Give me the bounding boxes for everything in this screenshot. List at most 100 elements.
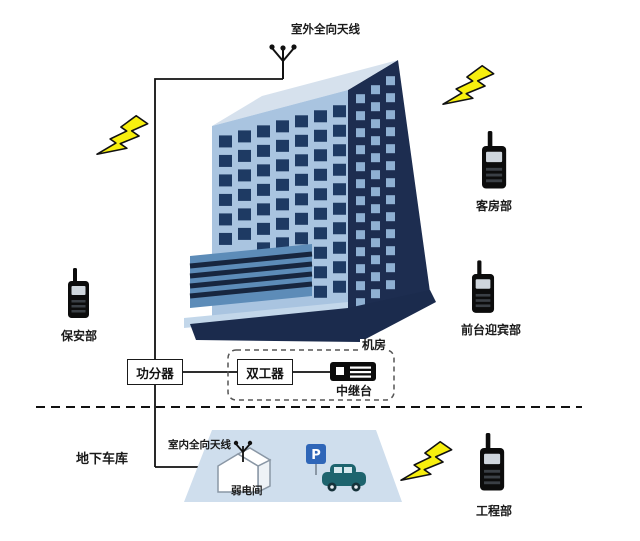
building-window <box>371 289 380 299</box>
building-window <box>238 149 251 162</box>
building-window <box>314 227 327 240</box>
radio-engineering <box>480 433 505 491</box>
building-window <box>371 238 380 248</box>
building-window <box>356 111 365 121</box>
building-window <box>371 136 380 146</box>
building-window <box>371 187 380 197</box>
building-window <box>314 207 327 220</box>
building-window <box>295 154 308 167</box>
building-window <box>386 93 395 103</box>
building-window <box>333 222 346 235</box>
building-window <box>276 198 289 211</box>
building-window <box>386 246 395 256</box>
building <box>184 60 436 342</box>
podium-louver <box>189 281 313 299</box>
building-window <box>333 261 346 274</box>
building-window <box>371 119 380 129</box>
building-window <box>333 144 346 157</box>
machine-room-outline <box>227 349 395 401</box>
building-window <box>386 212 395 222</box>
duplexer-box: 双工器 <box>237 359 293 385</box>
building-window <box>314 266 327 279</box>
front-desk-dept-label: 前台迎宾部 <box>460 323 521 337</box>
lightning-bolt-left <box>96 109 149 169</box>
building-window <box>238 227 251 240</box>
building-window <box>333 183 346 196</box>
weak-room-shed-icon <box>217 447 272 494</box>
podium-louver <box>189 261 313 279</box>
building-window <box>371 102 380 112</box>
parking-sign-letter: P <box>311 448 321 463</box>
building-window <box>295 115 308 128</box>
building-window <box>276 237 289 250</box>
building-window <box>386 76 395 86</box>
building-window <box>276 178 289 191</box>
outdoor-antenna-icon <box>269 44 297 79</box>
building-window <box>238 130 251 143</box>
building-window <box>356 128 365 138</box>
repeater-device-icon <box>330 362 376 381</box>
building-window <box>386 161 395 171</box>
building-window <box>276 159 289 172</box>
building-window <box>314 129 327 142</box>
parking-sign-icon: P <box>306 444 326 475</box>
lightning-bolt-top-right <box>442 59 495 119</box>
indoor-antenna-icon <box>233 440 253 462</box>
building-window <box>276 139 289 152</box>
building-window <box>257 144 270 157</box>
building-window <box>257 203 270 216</box>
building-window <box>257 222 270 235</box>
building-window <box>356 213 365 223</box>
building-window <box>314 168 327 181</box>
building-window <box>314 246 327 259</box>
building-window <box>257 164 270 177</box>
building-window <box>356 179 365 189</box>
building-window <box>386 144 395 154</box>
building-window <box>371 204 380 214</box>
building-window <box>371 221 380 231</box>
building-window <box>238 188 251 201</box>
building-window <box>295 193 308 206</box>
guest-room-dept-label: 客房部 <box>475 199 512 213</box>
building-window <box>238 169 251 182</box>
radio-front-desk <box>472 260 495 313</box>
building-window <box>314 188 327 201</box>
building-window <box>333 105 346 118</box>
basement-label: 地下车库 <box>76 452 129 467</box>
building-window <box>386 263 395 273</box>
building-window <box>314 110 327 123</box>
building-window <box>219 193 232 206</box>
building-window <box>295 232 308 245</box>
building-window <box>333 124 346 137</box>
podium-louver <box>189 251 313 269</box>
building-base <box>190 290 436 342</box>
radio-security <box>68 268 89 318</box>
building-window <box>356 298 365 308</box>
outdoor-antenna-label: 室外全向天线 <box>291 22 360 36</box>
building-window <box>356 264 365 274</box>
car-icon <box>322 464 366 492</box>
lightning-bolt-bottom-right <box>400 435 453 495</box>
indoor-antenna-label: 室内全向天线 <box>168 439 231 451</box>
building-window <box>295 173 308 186</box>
building-window <box>219 232 232 245</box>
building-window <box>386 280 395 290</box>
building-window <box>356 162 365 172</box>
building-window <box>257 125 270 138</box>
building-front-windows <box>219 105 346 298</box>
building-window <box>314 149 327 162</box>
building-window <box>219 213 232 226</box>
building-window <box>333 280 346 293</box>
building-window <box>295 212 308 225</box>
building-window <box>356 94 365 104</box>
building-window <box>371 170 380 180</box>
building-window <box>371 272 380 282</box>
building-window <box>219 174 232 187</box>
podium-louver <box>189 271 313 289</box>
building-window <box>295 134 308 147</box>
feeder-line-antenna-to-splitter <box>154 78 283 359</box>
building-window <box>386 229 395 239</box>
building-window <box>238 208 251 221</box>
building-window <box>371 85 380 95</box>
